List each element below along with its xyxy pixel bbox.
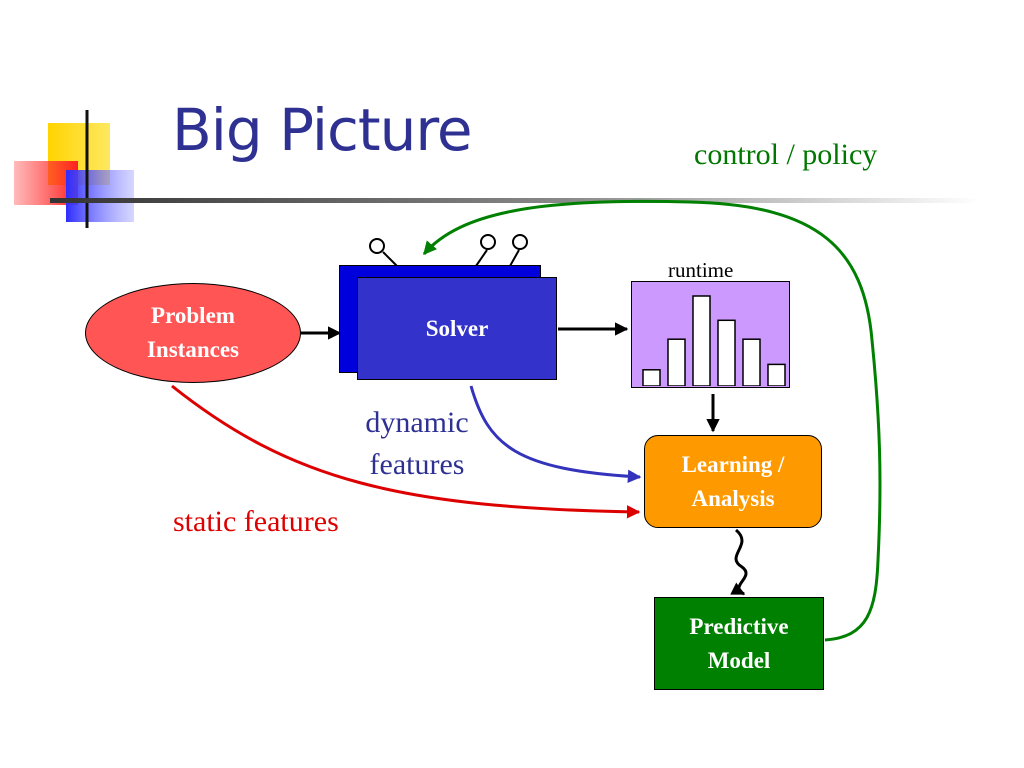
- predictive-label-line2: Model: [707, 647, 771, 673]
- slide-title: Big Picture: [172, 96, 473, 164]
- learning-analysis-node: Learning / Analysis: [644, 435, 822, 528]
- histogram-bar: [767, 363, 786, 386]
- arrow-static-features: [171, 384, 641, 519]
- histogram-bar: [717, 319, 736, 386]
- logo-blue-square: [66, 170, 134, 222]
- solver-node: Solver: [357, 277, 557, 380]
- title-rule: [50, 198, 980, 203]
- dynamic-label-line1: dynamic: [365, 406, 469, 439]
- histogram-bar: [642, 369, 661, 386]
- runtime-histogram: [631, 281, 790, 388]
- problem-instances-node: Problem Instances: [85, 283, 301, 383]
- learning-label-line1: Learning /: [681, 451, 785, 477]
- problem-label-line1: Problem: [151, 303, 235, 328]
- histogram-bar: [667, 338, 686, 386]
- slide-decoration: [14, 110, 980, 228]
- arrow-dynamic-features: [469, 385, 642, 484]
- runtime-histogram-bars: [642, 295, 786, 386]
- histogram-bar: [742, 338, 761, 386]
- dynamic-label-line2: features: [369, 448, 465, 481]
- predictive-model-node: Predictive Model: [654, 597, 824, 690]
- histogram-bar: [692, 295, 711, 386]
- runtime-label: runtime: [668, 258, 734, 282]
- problem-label-line2: Instances: [146, 337, 239, 362]
- learning-label-line2: Analysis: [691, 485, 775, 511]
- predictive-label-line1: Predictive: [689, 613, 789, 639]
- dynamic-features-label: dynamic features: [355, 402, 479, 486]
- static-features-label: static features: [173, 505, 339, 538]
- control-policy-label: control / policy: [694, 138, 878, 171]
- arrow-learning-to-predictive: [730, 528, 748, 596]
- solver-label: Solver: [425, 316, 489, 341]
- solver-knobs: [369, 234, 528, 278]
- arrow-control-policy: [422, 199, 882, 642]
